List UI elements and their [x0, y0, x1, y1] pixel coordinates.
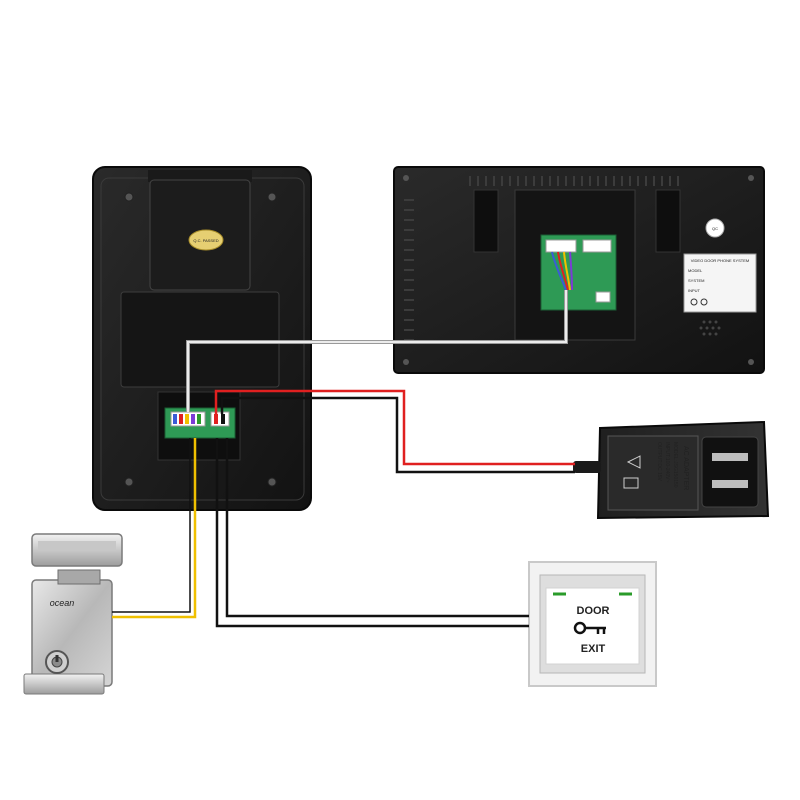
outdoor-unit: Q.C. PASSED [92, 166, 312, 511]
exit-button: DOOR EXIT [528, 561, 657, 687]
monitor-vents [404, 176, 679, 341]
wire-power-positive [214, 389, 575, 466]
monitor-connector-board [540, 234, 617, 311]
qc-sticker-outdoor-text: Q.C. PASSED [193, 238, 218, 243]
monitor-rating-label: VIDEO DOOR PHONE SYSTEM MODEL SYSTEM INP… [683, 253, 757, 313]
key-icon [573, 621, 606, 635]
lock-brand: ocean [50, 598, 75, 608]
wire-lock-b [112, 438, 191, 613]
monitor-label-model: MODEL [688, 268, 703, 273]
wire-lock-a [112, 438, 197, 619]
wires [112, 290, 575, 628]
exit-button-exit-text: EXIT [581, 643, 606, 655]
adapter-model-line: MODEL:JSG150150 [672, 442, 678, 488]
wire-signal-core [187, 290, 567, 412]
wire-exit-b [225, 438, 529, 618]
lock-cylinder-icon [45, 650, 69, 674]
indoor-monitor: QC VIDEO DOOR PHONE SYSTEM MODEL SYSTEM … [393, 166, 765, 374]
adapter-output-line: OUTPUT:DC 15V [656, 442, 662, 482]
qc-sticker-monitor: QC [705, 218, 725, 238]
wire-power-negative [220, 396, 575, 474]
monitor-speaker [699, 320, 721, 336]
adapter-label: AC ADAPTER MODEL:JSG150150 INPUT:100-240… [607, 435, 699, 511]
qc-sticker-monitor-text: QC [712, 226, 718, 231]
double-insulation-icon [623, 477, 639, 489]
ac-adapter: AC ADAPTER MODEL:JSG150150 INPUT:100-240… [573, 420, 770, 520]
outdoor-connector-board [164, 407, 236, 439]
electric-lock: ocean [23, 533, 123, 695]
adapter-input-line: INPUT:100-240V~ [664, 442, 670, 483]
monitor-label-heading: VIDEO DOOR PHONE SYSTEM [691, 258, 749, 263]
adapter-title: AC ADAPTER [682, 446, 689, 490]
exit-button-door-text: DOOR [577, 605, 610, 617]
qc-sticker-outdoor: Q.C. PASSED [188, 229, 224, 251]
monitor-label-input: INPUT [688, 288, 701, 293]
monitor-label-system: SYSTEM [688, 278, 704, 283]
wire-exit-a [215, 438, 529, 628]
warning-triangle-icon [626, 455, 641, 469]
